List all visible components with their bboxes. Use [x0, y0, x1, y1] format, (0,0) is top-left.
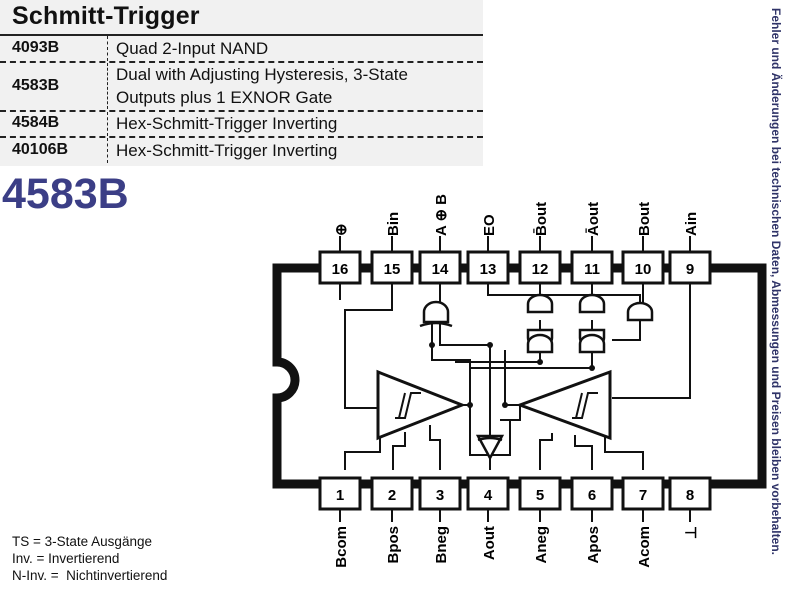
- and-gate: [526, 293, 554, 314]
- pin-box: [570, 476, 614, 511]
- pin-label: Aneg: [533, 526, 550, 564]
- logic-gates: [419, 293, 654, 461]
- pin-box: [668, 250, 712, 285]
- pin-number: 14: [432, 261, 449, 278]
- pin-number: 12: [532, 261, 549, 278]
- row-description: Dual with Adjusting Hysteresis, 3-State …: [116, 65, 408, 107]
- table-row: 4093B Quad 2-Input NAND: [0, 36, 483, 61]
- pin-number: 10: [635, 261, 652, 278]
- table-row: 4583B Dual with Adjusting Hysteresis, 3-…: [0, 63, 483, 109]
- exnor-gate: [422, 300, 450, 324]
- pin-label: Bout: [636, 202, 653, 236]
- pin-8: 8⊥: [668, 476, 712, 539]
- pin-label: EO: [481, 214, 498, 236]
- table-title: Schmitt-Trigger: [12, 2, 200, 30]
- pin-15: 15 Bin: [370, 212, 414, 285]
- pin-number: 9: [686, 261, 694, 278]
- pin-label: Bpos: [385, 526, 402, 564]
- column-separator: [107, 36, 108, 61]
- part-number-heading: 4583B: [2, 170, 129, 218]
- pin-number: 2: [388, 487, 396, 504]
- pin-number: 8: [686, 487, 694, 504]
- schmitt-trigger-right: [515, 369, 612, 441]
- pin-14: 14 A ⊕ B: [418, 194, 462, 285]
- legend-line: N-Inv. = Nichtinvertierend: [12, 568, 168, 583]
- pin-box: [621, 250, 665, 285]
- pin-12: 12 B̄out: [518, 202, 562, 285]
- pin-label: Apos: [585, 526, 602, 564]
- and-gate: [626, 301, 654, 322]
- table-divider: [0, 61, 483, 63]
- pin-label: Bcom: [333, 526, 350, 568]
- pin-box: [668, 476, 712, 511]
- row-code: 4583B: [12, 77, 60, 94]
- pin-number: 3: [436, 487, 444, 504]
- pin-number: 11: [584, 261, 600, 278]
- schmitt-trigger-table: Schmitt-Trigger 4093B Quad 2-Input NAND …: [0, 0, 483, 166]
- pin-box: [418, 476, 462, 511]
- pin-label: Acom: [636, 526, 653, 568]
- legend-line: TS = 3-State Ausgänge: [12, 534, 152, 549]
- pin-box: [621, 476, 665, 511]
- pin-number: 7: [639, 487, 647, 504]
- row-description: Quad 2-Input NAND: [116, 39, 269, 58]
- pin-label: Bneg: [433, 526, 450, 564]
- row-code: 4584B: [12, 114, 60, 131]
- pin-number: 6: [588, 487, 596, 504]
- pin-11: 11 Āout: [570, 202, 614, 285]
- pin-13: 13 EO: [466, 214, 510, 285]
- column-separator: [107, 138, 108, 163]
- row-code: 4093B: [12, 39, 60, 56]
- pin-label: Aout: [481, 526, 498, 560]
- row-code: 40106B: [12, 141, 69, 158]
- table-divider: [0, 136, 483, 138]
- table-row: 40106B Hex-Schmitt-Trigger Inverting: [0, 138, 483, 163]
- row-description: Hex-Schmitt-Trigger Inverting: [116, 114, 338, 133]
- disclaimer-text: Fehler und Änderungen bei technischen Da…: [769, 8, 783, 555]
- pin-9: 9 Ain: [668, 212, 712, 285]
- pin-label: Bin: [385, 212, 402, 236]
- pin-10: 10 Bout: [621, 202, 665, 285]
- pin-number: 4: [484, 487, 493, 504]
- table-divider: [0, 34, 483, 36]
- pin-label: B̄out: [532, 202, 550, 236]
- pin-16: 16 ⊕: [318, 223, 362, 285]
- pin-number: 13: [480, 261, 497, 278]
- table-row: 4584B Hex-Schmitt-Trigger Inverting: [0, 112, 483, 136]
- pin-number: 15: [384, 261, 401, 278]
- tristate-gate: [526, 333, 554, 354]
- junctions: [429, 342, 595, 408]
- legend: TS = 3-State Ausgänge Inv. = Invertieren…: [12, 533, 167, 584]
- side-disclaimer: Fehler und Änderungen bei technischen Da…: [769, 8, 794, 592]
- pin-number: 5: [536, 487, 544, 504]
- column-separator: [107, 63, 108, 109]
- pin-number: 16: [332, 261, 349, 278]
- pin-label: Ain: [683, 212, 700, 236]
- pin-label: Āout: [585, 202, 602, 236]
- table-divider: [0, 110, 483, 112]
- top-pin-row: 16 ⊕ 15 Bin 14 A ⊕ B 13 EO 12 B̄out 11 Āout 10 Bout 9 A…: [318, 194, 712, 285]
- column-separator: [107, 112, 108, 136]
- output-gate: [475, 434, 505, 461]
- and-gate: [578, 293, 606, 314]
- pin-box: [318, 476, 362, 511]
- row-description: Hex-Schmitt-Trigger Inverting: [116, 141, 338, 160]
- pin-label: A ⊕ B: [433, 194, 450, 236]
- legend-line: Inv. = Invertierend: [12, 551, 120, 566]
- tristate-gate: [578, 333, 606, 354]
- schmitt-trigger-left: [376, 369, 467, 441]
- pin-label: ⊕: [333, 223, 350, 236]
- pin-label: ⊥: [683, 526, 700, 539]
- ic-package: [272, 263, 767, 489]
- pin-number: 1: [336, 487, 344, 504]
